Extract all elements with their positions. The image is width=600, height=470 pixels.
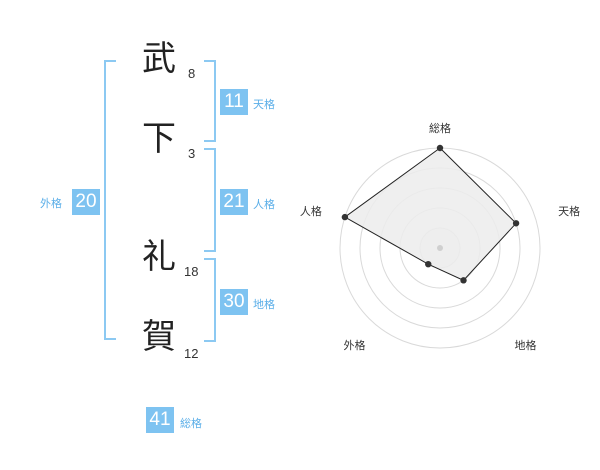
radar-point-地格 (460, 277, 467, 284)
radar-label-外格: 外格 (343, 338, 365, 352)
radar-center-dot (437, 245, 443, 251)
gaikaku-badge: 20 (72, 189, 100, 215)
tenkaku-badge: 11 (220, 89, 248, 115)
radar-label-人格: 人格 (300, 204, 322, 218)
chikaku-label: 地格 (253, 298, 275, 311)
stroke-count-2: 3 (188, 146, 196, 161)
jinkaku-bracket (204, 148, 216, 252)
radar-point-総格 (436, 144, 444, 152)
radar-points (341, 144, 520, 284)
radar-point-天格 (512, 220, 520, 227)
radar-point-人格 (341, 213, 349, 221)
stroke-count-3: 18 (184, 264, 199, 279)
stroke-count-4: 12 (184, 346, 199, 361)
radar-label-天格: 天格 (558, 204, 580, 218)
soukaku-label: 総格 (180, 417, 202, 430)
chikaku-badge: 30 (220, 289, 248, 315)
gaikaku-label: 外格 (40, 197, 62, 210)
radar-point-外格 (425, 260, 432, 268)
tenkaku-bracket (204, 60, 216, 142)
name-char-2: 下 (142, 119, 176, 159)
jinkaku-label: 人格 (253, 198, 275, 211)
name-char-4: 賀 (142, 317, 176, 357)
tenkaku-label: 天格 (253, 98, 275, 111)
soukaku-badge: 41 (146, 407, 174, 433)
name-char-3: 礼 (142, 237, 176, 277)
radar-label-地格: 地格 (515, 338, 537, 352)
chikaku-bracket (204, 258, 216, 342)
stroke-count-1: 8 (188, 66, 196, 81)
jinkaku-badge: 21 (220, 189, 248, 215)
name-char-1: 武 (142, 39, 176, 79)
radar-polygon (343, 147, 517, 281)
gaikaku-bracket (104, 60, 116, 340)
radar-label-総格: 総格 (429, 121, 451, 135)
